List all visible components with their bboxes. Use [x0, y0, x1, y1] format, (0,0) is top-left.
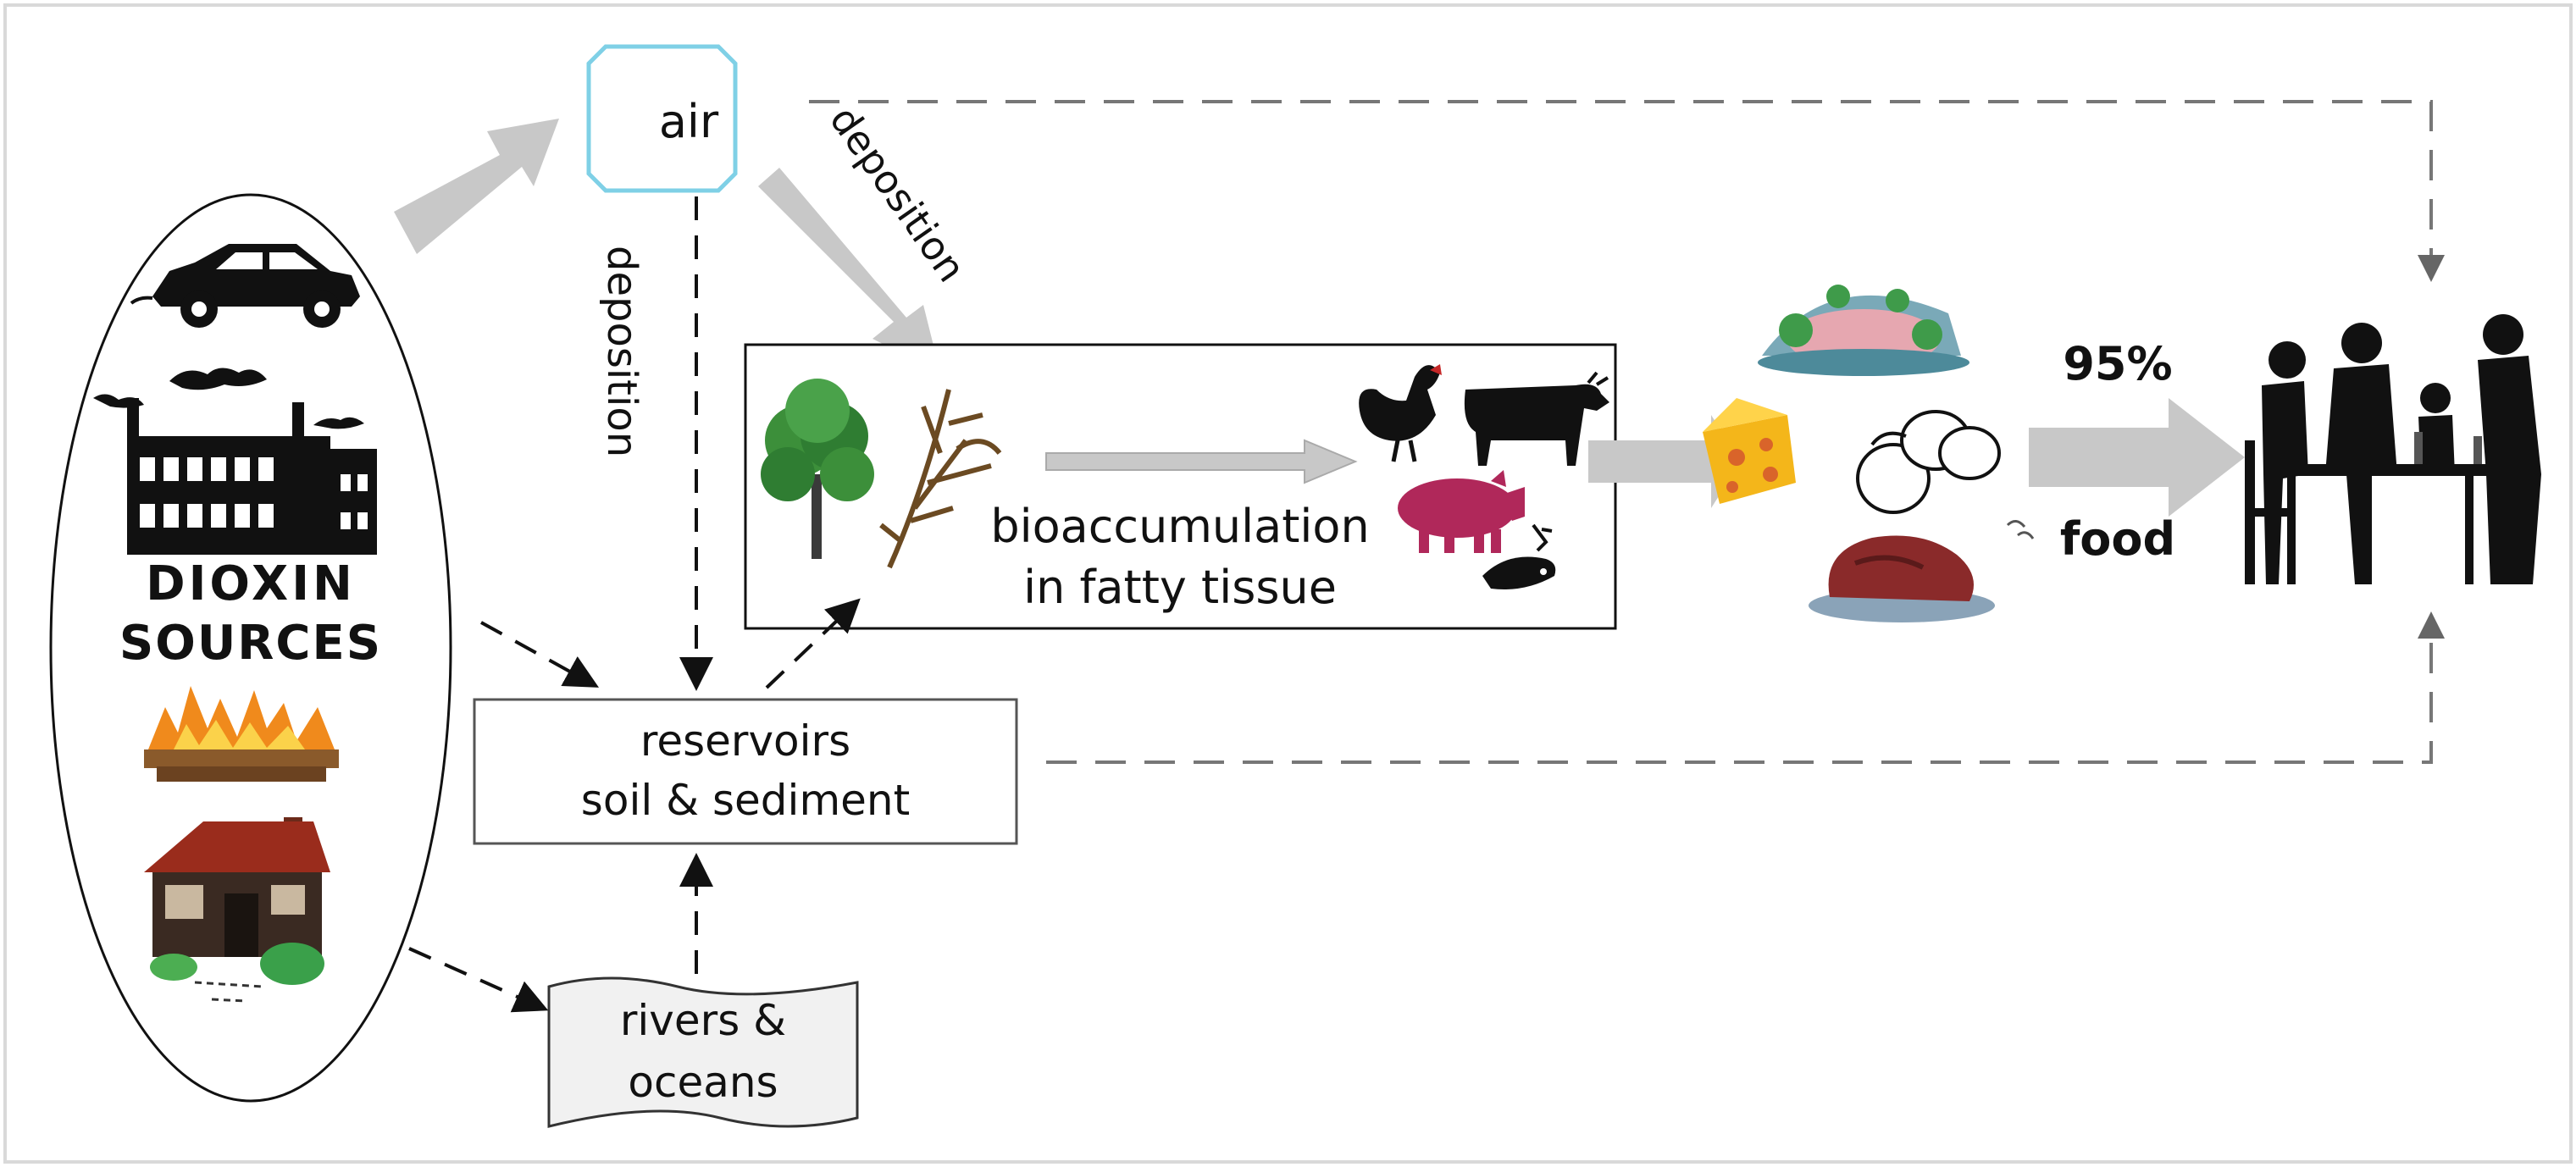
- bioaccumulation-box: bioaccumulation in fatty tissue: [744, 343, 1617, 630]
- fish-icon: [1482, 523, 1556, 589]
- arrow-reservoirs-to-people: [1046, 611, 2445, 764]
- fire-icon: [144, 686, 339, 782]
- deposition-vertical-label: deposition: [598, 246, 645, 457]
- arrow-air-to-plants: [758, 168, 940, 373]
- dioxin-sources-group: DIOXIN SOURCES: [49, 193, 452, 1103]
- reservoirs-frame: [473, 698, 1018, 845]
- tree-icon: [761, 379, 874, 559]
- arrow-food-to-people: [2029, 398, 2245, 517]
- bioaccumulation-line1: bioaccumulation: [990, 500, 1369, 553]
- cheese-icon: [1703, 398, 1796, 504]
- reservoirs-line1: reservoirs: [640, 716, 850, 766]
- air-node: air: [586, 44, 738, 193]
- rivers-line1: rivers &: [620, 996, 786, 1045]
- people-at-table-icon: [2245, 314, 2541, 584]
- arrow-sources-to-air: [394, 119, 559, 254]
- food-percent: 95%: [2063, 337, 2172, 390]
- air-octagon: [586, 44, 738, 193]
- rivers-banner: [547, 976, 859, 1128]
- sources-title-line2: SOURCES: [119, 616, 382, 671]
- rivers-node: rivers & oceans: [547, 976, 859, 1128]
- food-label: food: [2060, 512, 2175, 566]
- arrow-reservoirs-to-plants: [765, 598, 861, 689]
- arrow-bioaccumulation-internal: [1045, 439, 1358, 484]
- fish-dish-icon: [1758, 285, 1969, 376]
- factory-icon: [93, 368, 377, 555]
- sources-title-line1: DIOXIN: [146, 556, 356, 611]
- grass-icon: [879, 389, 1002, 569]
- arrow-sources-to-reservoirs: [480, 621, 600, 688]
- car-icon: [130, 244, 360, 328]
- house-icon: [144, 817, 330, 1003]
- diagram-frame: [3, 3, 2573, 1164]
- cow-icon: [1464, 371, 1609, 466]
- bioaccumulation-line2: in fatty tissue: [1023, 561, 1337, 614]
- pig-icon: [1398, 470, 1525, 553]
- reservoirs-node: reservoirs soil & sediment: [473, 698, 1018, 845]
- reservoirs-line2: soil & sediment: [581, 776, 910, 825]
- rivers-line2: oceans: [628, 1058, 778, 1107]
- rooster-icon: [1359, 364, 1442, 462]
- arrow-air-to-people: [809, 100, 2445, 282]
- arrow-box-to-food: [1588, 415, 1741, 508]
- air-label: air: [659, 95, 719, 148]
- meat-dish-icon: [1809, 520, 2035, 622]
- arrow-sources-to-rivers: [408, 947, 549, 1013]
- eggs-icon: [1856, 410, 2001, 514]
- sources-ellipse: [49, 193, 452, 1103]
